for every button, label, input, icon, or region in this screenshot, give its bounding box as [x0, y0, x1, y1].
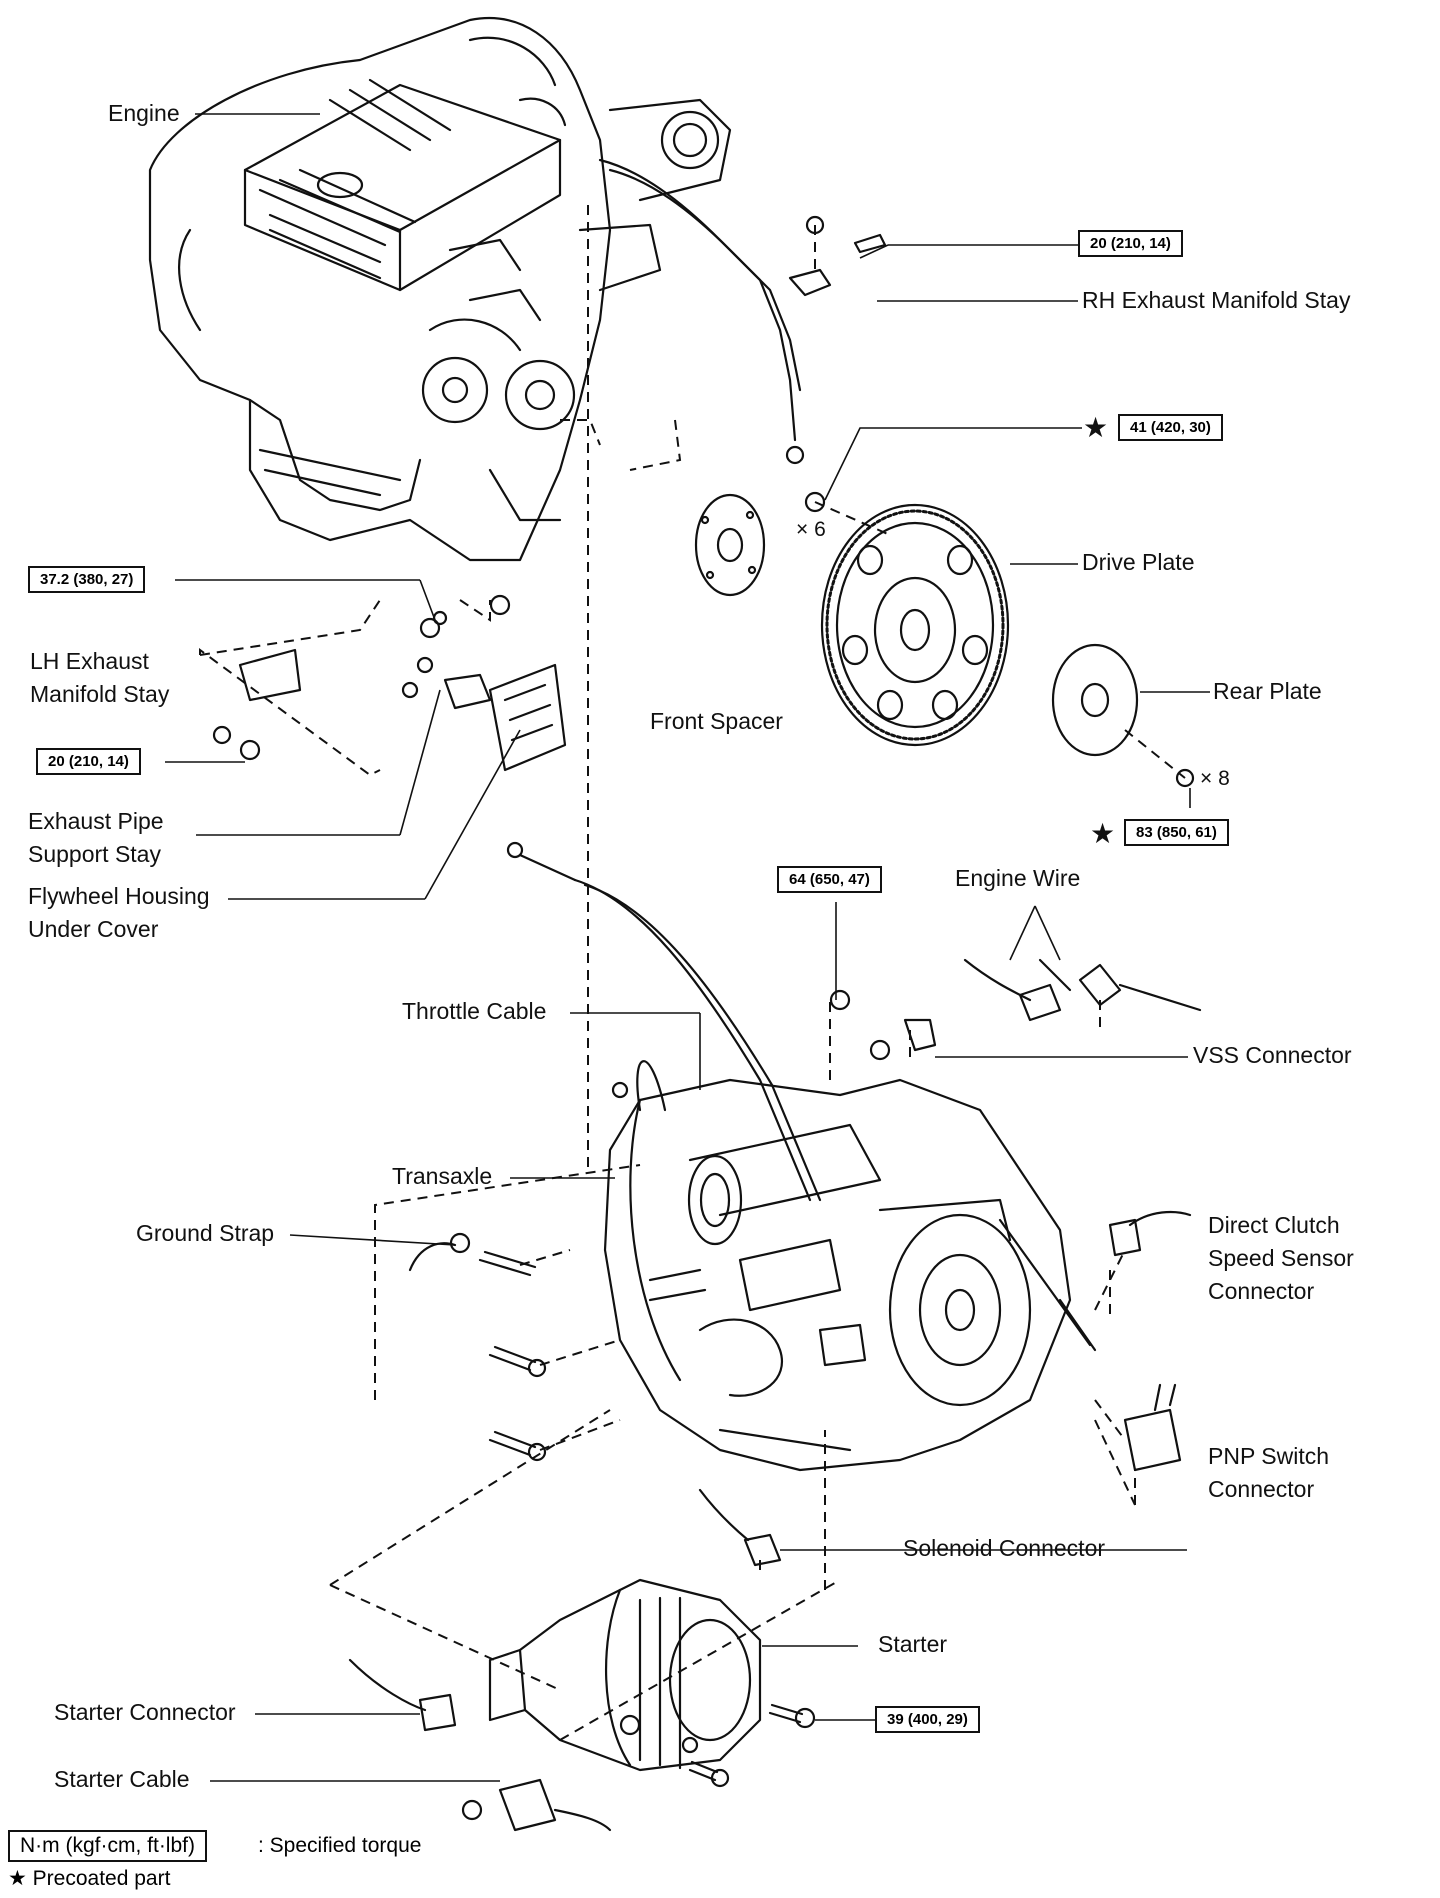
legend-precoated-text: Precoated part — [32, 1867, 171, 1890]
legend-precoated: ★ Precoated part — [8, 1866, 170, 1891]
label-flywheel-line1: Flywheel Housing — [28, 883, 210, 909]
engine-drawing — [148, 17, 805, 562]
label-lh-stay-line1: LH Exhaust — [30, 648, 149, 674]
torque-transaxle-bolt: 64 (650, 47) — [777, 866, 882, 893]
torque-drive-plate-bolt: 41 (420, 30) — [1118, 414, 1223, 441]
connectors-drawing — [698, 1210, 1192, 1567]
label-drive-plate: Drive Plate — [1082, 549, 1195, 575]
assembly-guides — [199, 205, 1186, 1741]
torque-lh-upper: 37.2 (380, 27) — [28, 566, 146, 593]
label-transaxle: Transaxle — [392, 1163, 493, 1189]
torque-lh-lower: 20 (210, 14) — [36, 748, 141, 775]
front-spacer-drawing — [694, 493, 766, 597]
label-engine: Engine — [108, 100, 180, 126]
starter-connector-drawing — [348, 1658, 612, 1832]
label-lh-stay-line2: Manifold Stay — [30, 681, 170, 707]
rh-stay-drawing — [788, 215, 887, 297]
label-rear-plate: Rear Plate — [1213, 678, 1322, 704]
torque-rh-stay: 20 (210, 14) — [1078, 230, 1183, 257]
label-engine-wire: Engine Wire — [955, 865, 1081, 891]
engine-wire-drawing — [829, 958, 1202, 1061]
leader-lines — [165, 113, 1210, 1782]
label-starter-cable: Starter Cable — [54, 1766, 190, 1792]
torque-starter-bolt: 39 (400, 29) — [875, 1706, 980, 1733]
legend-star-icon: ★ — [8, 1867, 27, 1890]
label-rh-exhaust-manifold-stay: RH Exhaust Manifold Stay — [1082, 287, 1351, 313]
label-throttle-cable: Throttle Cable — [402, 998, 547, 1024]
label-starter: Starter — [878, 1631, 948, 1657]
rear-plate-drawing — [1051, 643, 1195, 788]
precoated-star-rear-plate: ★ — [1090, 818, 1116, 849]
label-dcs-line3: Connector — [1208, 1278, 1315, 1304]
starter-drawing — [488, 1578, 816, 1788]
label-exhaust-pipe-line1: Exhaust Pipe — [28, 808, 164, 834]
multiplier-rear-plate: × 8 — [1200, 767, 1230, 790]
torque-rear-plate-bolt: 83 (850, 61) — [1124, 819, 1229, 846]
label-exhaust-pipe-line2: Support Stay — [28, 841, 161, 867]
legend-torque-box: N·m (kgf·cm, ft·lbf) — [8, 1830, 207, 1862]
drive-plate-drawing — [804, 491, 1010, 747]
label-pnp-line2: Connector — [1208, 1476, 1315, 1502]
label-starter-connector: Starter Connector — [54, 1699, 236, 1725]
label-ground-strap: Ground Strap — [136, 1220, 275, 1246]
throttle-cable-drawing — [506, 841, 822, 1202]
label-dcs-line1: Direct Clutch — [1208, 1212, 1340, 1238]
label-pnp-line1: PNP Switch — [1208, 1443, 1330, 1469]
label-flywheel-line2: Under Cover — [28, 916, 159, 942]
legend-torque-text: : Specified torque — [258, 1834, 422, 1857]
transaxle-drawing — [603, 1060, 1097, 1472]
label-solenoid-connector: Solenoid Connector — [903, 1535, 1106, 1561]
label-dcs-line2: Speed Sensor — [1208, 1245, 1354, 1271]
label-vss-connector: VSS Connector — [1193, 1042, 1352, 1068]
ground-strap-drawing — [408, 1232, 547, 1462]
lh-parts-drawing — [212, 594, 567, 772]
multiplier-drive-plate: × 6 — [796, 518, 826, 541]
label-front-spacer: Front Spacer — [650, 708, 783, 734]
precoated-star-drive-plate: ★ — [1083, 412, 1109, 443]
